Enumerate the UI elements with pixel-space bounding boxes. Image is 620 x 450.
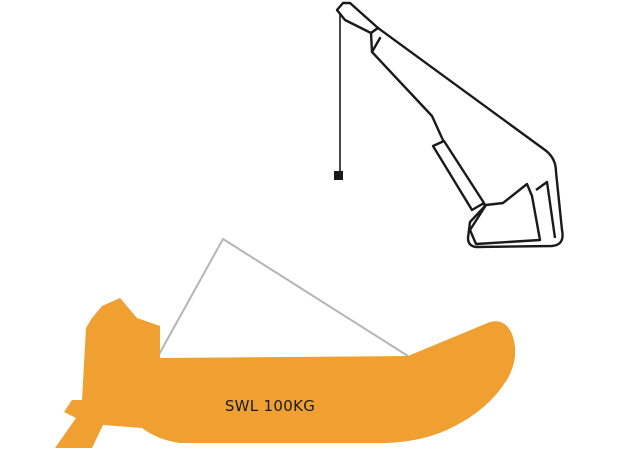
boom-arm <box>369 26 564 249</box>
hydraulic-cylinder <box>431 139 486 212</box>
lifting-sling <box>156 238 409 359</box>
inflatable-boat: SWL 100KG <box>55 298 516 448</box>
davit-crane <box>334 1 564 249</box>
hook-block <box>334 171 343 180</box>
boat-hull <box>55 298 516 448</box>
crane-mount-post <box>535 180 557 239</box>
crane-mount-base <box>468 182 542 246</box>
swl-label: SWL 100KG <box>225 397 315 415</box>
sling-lines <box>156 238 409 359</box>
boom-strut <box>370 36 382 54</box>
boom-tip <box>335 1 380 35</box>
